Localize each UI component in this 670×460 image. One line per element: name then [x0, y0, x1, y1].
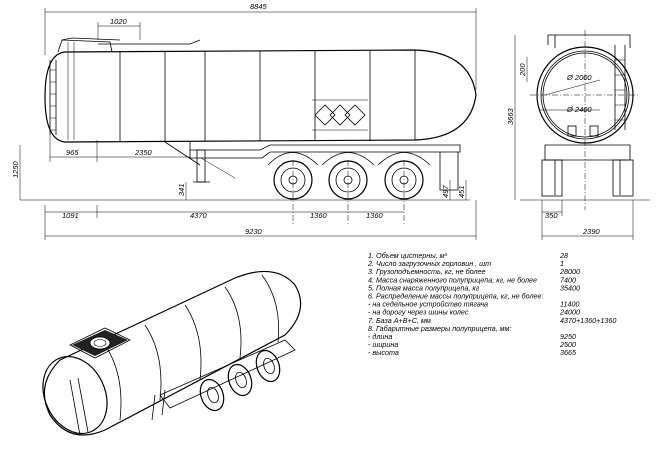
spec-value: 28 [559, 251, 568, 260]
spec-label: - на дорогу через шины колес [368, 308, 469, 317]
spec-table: 1. Объем цистерны, м³ 28 2. Число загрузоч… [367, 251, 616, 357]
wheel-iso-3 [255, 349, 281, 383]
spec-label: 8. Габаритные размеры полуприцепа, мм: [368, 324, 511, 333]
fender-1 [267, 152, 319, 166]
dim-hatch-height: 200 [518, 63, 527, 77]
spec-value: 4370+1360+1360 [560, 316, 616, 325]
wheel-iso-1 [199, 378, 225, 412]
hatch-platform-iso [69, 327, 131, 359]
spec-value: 7400 [560, 275, 576, 284]
landing-leg [193, 149, 236, 183]
dim-front-to-kingpin: 965 [66, 148, 79, 157]
dim-overall-length-top: 8845 [250, 2, 268, 11]
spec-label: 2. Число загрузочных горловин , шт [367, 259, 491, 268]
wheel-iso-2 [227, 363, 253, 397]
tank-body-side [44, 49, 477, 143]
dim-front-overhang: 1091 [62, 211, 79, 220]
spec-label: - высота [368, 348, 399, 357]
tank-body-iso [43, 270, 302, 436]
dim-leg-height: 341 [177, 183, 186, 196]
spec-value: 35400 [560, 283, 580, 292]
spec-label: 1. Объем цистерны, м³ [368, 251, 448, 260]
dim-coupling-height: 1250 [11, 160, 20, 178]
spec-value: 28000 [559, 267, 580, 276]
spec-label: 5. Полная масса полуприцепа, кг [368, 283, 480, 292]
dim-overall-width: 2390 [582, 227, 601, 236]
dim-overall-height: 3663 [506, 107, 515, 125]
dim-axle-height-2: 451 [457, 185, 466, 198]
dim-overall-length: 9230 [245, 227, 263, 236]
top-railing [57, 37, 201, 53]
spec-value: 1 [560, 259, 564, 268]
isometric-view [42, 270, 302, 436]
fender-2 [321, 152, 375, 166]
spec-value: 11400 [560, 300, 579, 309]
spec-label: - ширина [368, 340, 398, 349]
dim-wheel-track-offset: 350 [545, 211, 558, 220]
spec-label: 3. Грузоподъемность, кг, не более [368, 267, 486, 276]
dim-kingpin-to-leg: 2350 [134, 148, 153, 157]
fender-3 [377, 152, 431, 166]
top-railing-rear [547, 34, 631, 48]
hazard-plate-side [312, 99, 368, 131]
spec-label: 7. База A+B+C, мм [368, 316, 431, 325]
spec-label: 6. Распределение массы полуприцепа, кг, … [368, 292, 544, 301]
dim-hatch-offset: 1020 [110, 17, 128, 26]
spec-value: 2500 [559, 340, 576, 349]
rear-bumper [439, 152, 459, 191]
ladder-side [49, 60, 57, 135]
rear-view: Ø 2000 Ø 2400 200 3663 350 2390 [506, 30, 650, 240]
spec-value: 3665 [560, 348, 577, 357]
dim-axle-spacing-1: 1360 [310, 211, 328, 220]
spec-label: - на седельное устройство тягача [368, 300, 488, 309]
spec-label: 4. Масса снаряженного полуприцепа, кг, н… [368, 275, 537, 284]
dim-axle-spacing-2: 1360 [366, 211, 384, 220]
chassis-rear [544, 144, 631, 161]
dim-outer-diameter: Ø 2000 [566, 73, 592, 82]
ladder-rear [614, 45, 626, 130]
chassis-frame [189, 142, 461, 159]
chassis-iso [159, 339, 296, 409]
dim-inner-diameter: Ø 2400 [566, 105, 592, 114]
dim-axle-height-1: 497 [441, 185, 450, 198]
side-view: 8845 1020 965 2350 1091 4370 1360 1360 9… [11, 2, 477, 240]
spec-value: 24000 [559, 308, 580, 317]
dim-kingpin-to-axle1: 4370 [190, 211, 208, 220]
spec-label: - длина [368, 332, 392, 341]
spec-value: 9250 [560, 332, 576, 341]
